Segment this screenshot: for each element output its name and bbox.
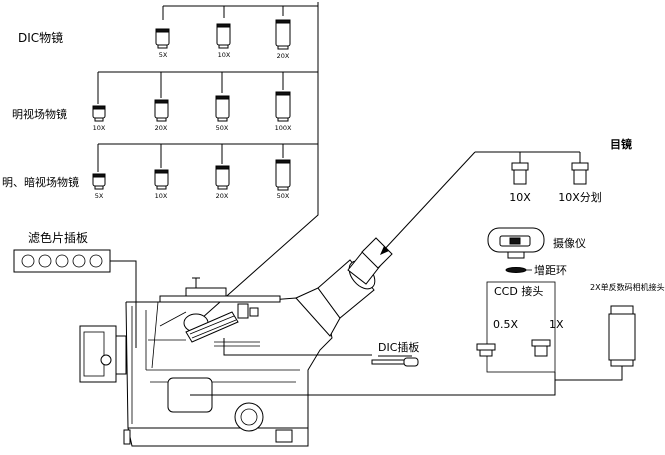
bd-mag-label: 20X: [216, 192, 229, 200]
ccd-adapter-box: [486, 281, 556, 373]
bright-dark-objectives-group: 5X 10X 20X 50X: [92, 143, 318, 200]
camera: [487, 227, 545, 259]
bf-mag-label: 100X: [275, 124, 292, 132]
eyepiece-group: 10X 10X分划: [475, 151, 602, 204]
objective-icon: [155, 28, 170, 49]
filter-slider: [13, 249, 111, 273]
stage: [159, 295, 281, 303]
filter-slider-label: 滤色片插板: [28, 231, 88, 245]
dic-objectives-label: DIC物镜: [18, 30, 63, 45]
ccd-adapter-icon: [476, 343, 496, 357]
arrow-icon: [380, 246, 389, 255]
ccd-mag-label: 0.5X: [493, 318, 518, 331]
spacer-ring-label: 增距环: [534, 263, 567, 277]
dslr-adapter: [608, 305, 636, 367]
eyepiece-icon: [571, 162, 589, 185]
ccd-mag-label: 1X: [549, 318, 564, 331]
objective-icon: [92, 105, 106, 122]
dic-slider: [371, 355, 419, 367]
objective-icon: [215, 165, 230, 190]
bf-mag-label: 10X: [93, 124, 106, 132]
eyepieces-label: 目镜: [610, 137, 632, 151]
lamp-housing: [79, 325, 117, 383]
bright-dark-objectives-label: 明、暗视场物镜: [2, 175, 79, 189]
bf-mag-label: 20X: [155, 124, 168, 132]
eyepiece-mag-label: 10X分划: [558, 191, 602, 204]
brightfield-objectives-label: 明视场物镜: [12, 107, 67, 121]
dic-mag-label: 10X: [218, 51, 231, 59]
objectives-leader-line: [201, 2, 319, 319]
adapter-leader-line: [190, 372, 556, 396]
objective-icon: [275, 19, 291, 50]
objective-icon: [275, 91, 291, 122]
dic-mag-label: 20X: [277, 52, 290, 60]
objective-icon: [215, 95, 230, 122]
focus-knob: [234, 402, 264, 432]
bd-mag-label: 50X: [277, 192, 290, 200]
dic-slider-label: DIC插板: [378, 340, 419, 354]
spacer-ring: [505, 267, 532, 273]
eyepiece-icon: [511, 162, 529, 185]
bf-mag-label: 50X: [216, 124, 229, 132]
objective-icon: [154, 169, 169, 190]
dic-mag-label: 5X: [159, 51, 168, 59]
dslr-adapter-label: 2X单反数码相机接头: [590, 282, 665, 292]
filter-slider-leader-line: [110, 260, 137, 348]
eyepiece-leader-line: [381, 151, 476, 253]
eyepiece-tube: [347, 237, 393, 285]
dic-objectives-group: 5X 10X 20X: [155, 5, 318, 60]
objective-icon: [92, 173, 106, 190]
camera-label: 摄像仪: [553, 236, 586, 250]
objective-icon: [154, 99, 169, 122]
objective-icon: [275, 159, 291, 191]
dic-slider-leader-line: [223, 338, 372, 356]
brightfield-objectives-group: 10X 20X 50X 100X: [92, 71, 318, 132]
nosepiece: [183, 311, 239, 343]
objective-icon: [216, 23, 231, 49]
bd-mag-label: 5X: [95, 192, 104, 200]
eyepiece-mag-label: 10X: [509, 191, 531, 204]
bd-mag-label: 10X: [155, 192, 168, 200]
ccd-adapter-icon: [531, 339, 551, 357]
ccd-adapter-label: CCD 接头: [494, 285, 543, 298]
microscope-body: [79, 237, 393, 447]
